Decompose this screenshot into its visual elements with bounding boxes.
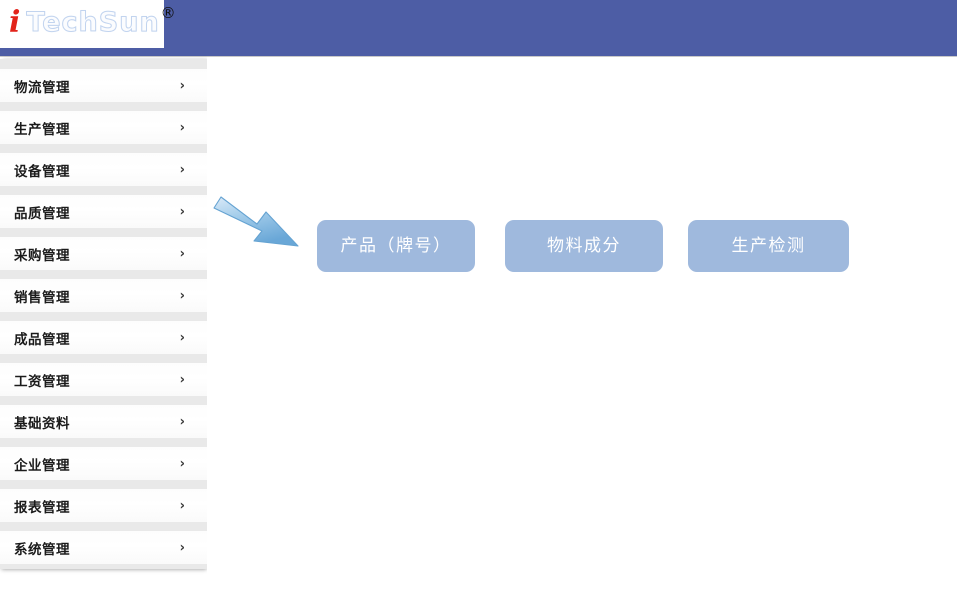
chevron-right-icon: › [179, 162, 185, 177]
chevron-right-icon: › [179, 78, 185, 93]
logo-wordmark: TechSun [26, 6, 160, 38]
sidebar-item-label: 企业管理 [14, 457, 70, 474]
sidebar-item-label: 成品管理 [14, 331, 70, 348]
chevron-right-icon: › [179, 120, 185, 135]
sidebar-item-label: 报表管理 [14, 499, 70, 516]
chevron-right-icon: › [179, 204, 185, 219]
sidebar-item-label: 采购管理 [14, 247, 70, 264]
sidebar-item-label: 生产管理 [14, 121, 70, 138]
tile-label: 物料成分 [547, 235, 621, 256]
annotation-arrow-icon [213, 196, 299, 247]
sidebar-item-reports[interactable]: 报表管理 › [0, 489, 207, 522]
tile-product-grade[interactable]: 产品（牌号） [317, 220, 475, 272]
sidebar-nav: 物流管理 › 生产管理 › 设备管理 › 品质管理 › 采购管理 › 销售管理 … [0, 59, 207, 569]
chevron-right-icon: › [179, 372, 185, 387]
sidebar-item-label: 品质管理 [14, 205, 70, 222]
sidebar-item-label: 系统管理 [14, 541, 70, 558]
sidebar-item-label: 物流管理 [14, 79, 70, 96]
chevron-right-icon: › [179, 540, 185, 555]
sidebar-item-system[interactable]: 系统管理 › [0, 531, 207, 564]
sidebar-item-logistics[interactable]: 物流管理 › [0, 69, 207, 102]
sidebar-item-sales[interactable]: 销售管理 › [0, 279, 207, 312]
sidebar-item-equipment[interactable]: 设备管理 › [0, 153, 207, 186]
sidebar-item-label: 设备管理 [14, 163, 70, 180]
sidebar-item-production[interactable]: 生产管理 › [0, 111, 207, 144]
logo-initial-icon: i [9, 5, 21, 40]
sidebar-item-finished-goods[interactable]: 成品管理 › [0, 321, 207, 354]
tile-label: 生产检测 [731, 235, 806, 256]
sidebar-item-enterprise[interactable]: 企业管理 › [0, 447, 207, 480]
sidebar-item-base-data[interactable]: 基础资料 › [0, 405, 207, 438]
main-content-area: 产品（牌号） 物料成分 生产检测 [207, 57, 957, 595]
sidebar-item-purchasing[interactable]: 采购管理 › [0, 237, 207, 270]
sidebar-item-payroll[interactable]: 工资管理 › [0, 363, 207, 396]
module-tile-row: 产品（牌号） 物料成分 生产检测 [317, 220, 849, 272]
app-logo: i TechSun ® [0, 0, 176, 48]
chevron-right-icon: › [179, 288, 185, 303]
chevron-right-icon: › [179, 498, 185, 513]
registered-trademark-icon: ® [160, 3, 176, 22]
sidebar-item-label: 工资管理 [14, 373, 70, 390]
tile-production-inspection[interactable]: 生产检测 [688, 220, 849, 272]
chevron-right-icon: › [179, 456, 185, 471]
tile-label: 产品（牌号） [340, 235, 452, 256]
sidebar-item-label: 销售管理 [14, 289, 70, 306]
chevron-right-icon: › [179, 246, 185, 261]
sidebar-item-quality[interactable]: 品质管理 › [0, 195, 207, 228]
sidebar-item-label: 基础资料 [14, 415, 70, 432]
chevron-right-icon: › [179, 414, 185, 429]
chevron-right-icon: › [179, 330, 185, 345]
tile-material-composition[interactable]: 物料成分 [505, 220, 663, 272]
